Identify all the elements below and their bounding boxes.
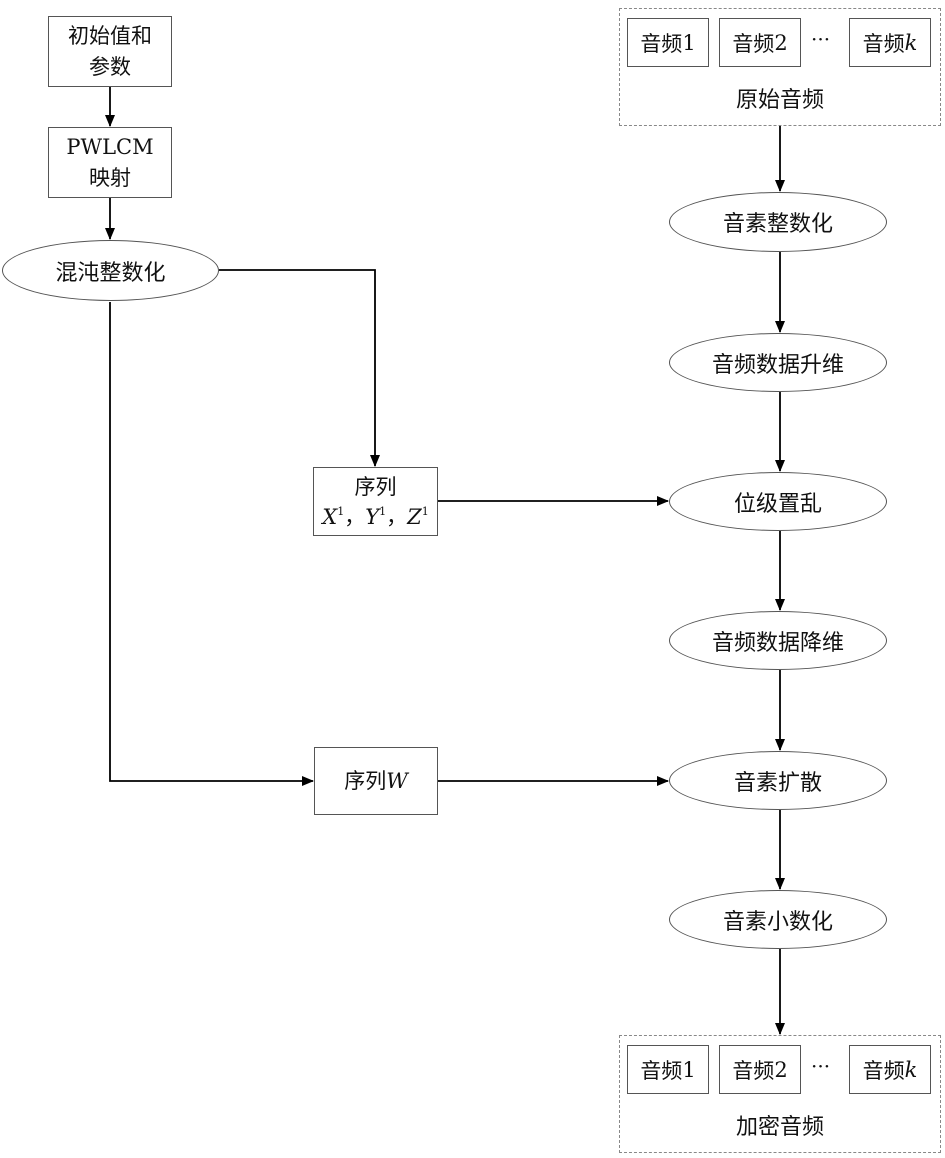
encrypted-audio-item-2-index: 2 <box>774 1058 787 1082</box>
chaos-integerize-label: 混沌整数化 <box>55 255 165 287</box>
encrypted-audio-label: 加密音频 <box>619 1109 941 1141</box>
step-audio-dimension-reduce: 音频数据降维 <box>669 611 887 670</box>
encrypted-audio-item-k-prefix: 音频 <box>863 1055 905 1085</box>
arrow-chaos-to-seq-xyz <box>219 270 375 466</box>
arrow-chaos-to-seq-w <box>110 302 313 781</box>
encrypted-audio-item-k-index: k <box>905 1058 918 1082</box>
source-audio-item-k-index: k <box>905 31 918 55</box>
step-phoneme-diffusion: 音素扩散 <box>669 751 887 810</box>
encrypted-audio-item-1-prefix: 音频 <box>640 1055 682 1085</box>
encrypted-audio-item-1: 音频1 <box>627 1045 709 1094</box>
step-audio-dimension-raise: 音频数据升维 <box>669 333 887 392</box>
step-2-label: 音频数据升维 <box>712 347 844 379</box>
step-bit-level-permutation: 位级置乱 <box>669 472 887 531</box>
sequence-xyz-title: 序列 <box>355 472 397 502</box>
seq-sep-1: ， <box>344 505 365 529</box>
sequence-w-box: 序列W <box>314 747 438 815</box>
source-audio-label: 原始音频 <box>619 82 941 114</box>
source-audio-item-1-prefix: 音频 <box>640 28 682 58</box>
pwlcm-line1: PWLCM <box>66 132 153 163</box>
seq-z-sup: 1 <box>422 505 429 518</box>
step-phoneme-decimalize: 音素小数化 <box>669 890 887 949</box>
source-audio-item-2-index: 2 <box>774 31 787 55</box>
encrypted-audio-ellipsis: ··· <box>811 1054 830 1078</box>
init-params-line2: 参数 <box>89 52 131 83</box>
seq-z: Z <box>407 505 422 529</box>
step-4-label: 音频数据降维 <box>712 625 844 657</box>
source-audio-item-k: 音频k <box>849 18 931 67</box>
source-audio-item-1: 音频1 <box>627 18 709 67</box>
sequence-w-var: W <box>386 769 408 793</box>
source-audio-item-2: 音频2 <box>719 18 801 67</box>
encrypted-audio-item-1-index: 1 <box>682 1058 695 1082</box>
step-3-label: 位级置乱 <box>734 486 822 518</box>
seq-sep-2: ， <box>386 505 407 529</box>
step-6-label: 音素小数化 <box>723 904 833 936</box>
seq-x: X <box>322 505 337 529</box>
step-phoneme-integerize: 音素整数化 <box>669 192 887 252</box>
chaos-integerize-ellipse: 混沌整数化 <box>2 240 219 301</box>
sequence-xyz-vars: X1，Y1，Z1 <box>322 502 428 532</box>
source-audio-item-2-prefix: 音频 <box>732 28 774 58</box>
sequence-xyz-box: 序列 X1，Y1，Z1 <box>313 467 438 536</box>
source-audio-item-1-index: 1 <box>682 31 695 55</box>
seq-y: Y <box>365 505 379 529</box>
step-5-label: 音素扩散 <box>734 765 822 797</box>
encrypted-audio-item-2-prefix: 音频 <box>732 1055 774 1085</box>
source-audio-item-k-prefix: 音频 <box>863 28 905 58</box>
init-params-box: 初始值和 参数 <box>48 16 172 87</box>
encrypted-audio-item-2: 音频2 <box>719 1045 801 1094</box>
pwlcm-map-box: PWLCM 映射 <box>48 127 172 198</box>
sequence-w-label: 序列W <box>344 766 408 797</box>
pwlcm-line2: 映射 <box>89 163 131 194</box>
source-audio-ellipsis: ··· <box>811 27 830 51</box>
step-1-label: 音素整数化 <box>723 206 833 238</box>
encrypted-audio-item-k: 音频k <box>849 1045 931 1094</box>
sequence-w-prefix: 序列 <box>344 769 386 793</box>
init-params-line1: 初始值和 <box>68 21 152 52</box>
